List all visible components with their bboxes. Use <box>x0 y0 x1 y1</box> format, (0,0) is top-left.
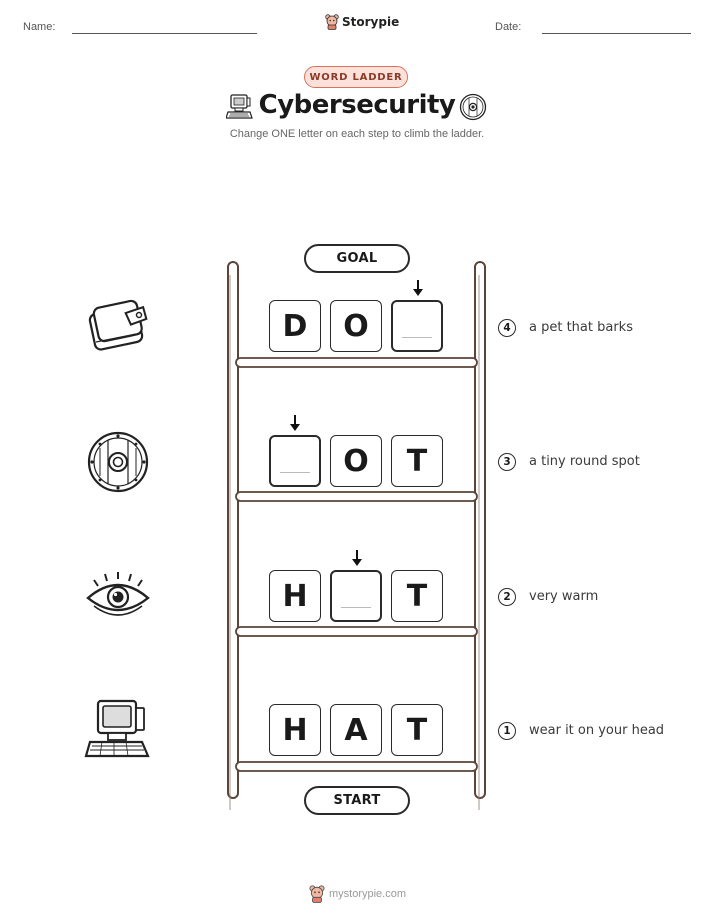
letter-box: T <box>391 570 443 622</box>
blank-letter-box[interactable] <box>330 570 382 622</box>
computer-icon <box>226 94 253 119</box>
step-number: 4 <box>498 319 516 337</box>
computer-icon <box>84 699 150 758</box>
brand: Storypie <box>325 14 399 30</box>
eye-icon <box>86 572 150 616</box>
blank-letter-box[interactable] <box>269 435 321 487</box>
brand-name: Storypie <box>342 15 400 29</box>
step-number: 2 <box>498 588 516 606</box>
name-line[interactable] <box>72 33 257 34</box>
clue-text: a pet that barks <box>529 320 633 335</box>
date-label: Date: <box>495 21 522 33</box>
footer-url[interactable]: mystorypie.com <box>329 888 407 900</box>
page-title: Cybersecurity <box>258 90 456 120</box>
word-ladder-badge: WORD LADDER <box>304 66 408 88</box>
footer: mystorypie.com <box>309 885 406 903</box>
letter-box: O <box>330 435 382 487</box>
arrow-down-icon <box>290 415 300 431</box>
letter-box: T <box>391 704 443 756</box>
bear-mascot-icon <box>309 885 325 903</box>
clue-text: very warm <box>529 589 599 604</box>
arrow-down-icon <box>352 550 362 566</box>
letter-box: D <box>269 300 321 352</box>
wallet-icon <box>88 299 148 351</box>
bear-mascot-icon <box>325 14 339 30</box>
shield-icon <box>459 93 487 121</box>
goal-label: GOAL <box>304 244 410 273</box>
clue-text: wear it on your head <box>529 723 665 738</box>
name-label: Name: <box>23 21 56 33</box>
date-line[interactable] <box>542 33 691 34</box>
letter-box: O <box>330 300 382 352</box>
step-number: 3 <box>498 453 516 471</box>
instructions: Change ONE letter on each step to climb … <box>229 128 485 140</box>
start-label: START <box>304 786 410 815</box>
blank-letter-box[interactable] <box>391 300 443 352</box>
letter-box: H <box>269 704 321 756</box>
arrow-down-icon <box>413 280 423 296</box>
clue-text: a tiny round spot <box>529 454 640 469</box>
letter-box: A <box>330 704 382 756</box>
shield-icon <box>87 431 149 493</box>
step-number: 1 <box>498 722 516 740</box>
letter-box: H <box>269 570 321 622</box>
letter-box: T <box>391 435 443 487</box>
